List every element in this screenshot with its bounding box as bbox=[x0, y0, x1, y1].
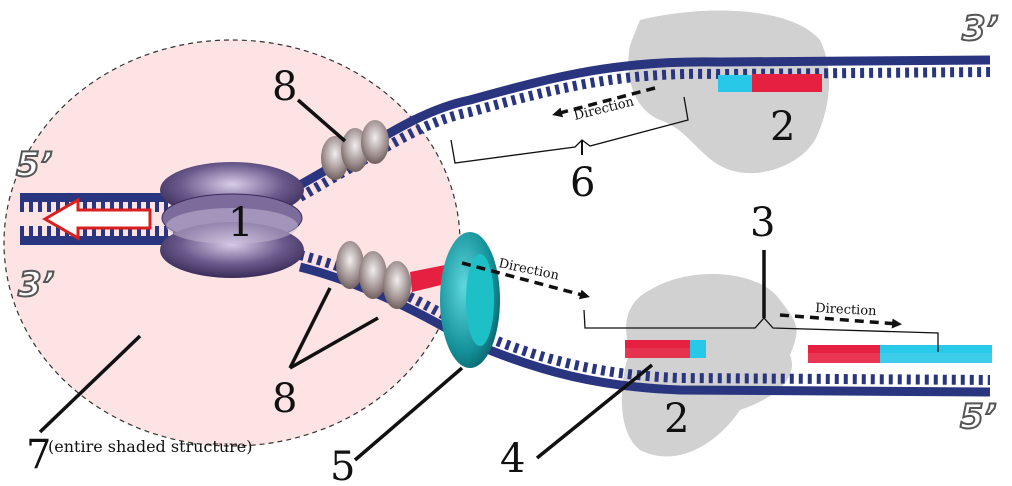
direction-arrow-middle bbox=[461, 261, 590, 300]
direction-text-right: Direction bbox=[815, 301, 878, 319]
direction-arrow-top bbox=[552, 86, 656, 118]
direction-text-top: Direction bbox=[572, 94, 636, 124]
direction-text-middle: Direction bbox=[497, 256, 561, 284]
helicase bbox=[160, 162, 304, 278]
label-replisome: 7 bbox=[26, 432, 51, 478]
end-label-right-bottom: 5’ bbox=[960, 397, 997, 437]
leading-new-strand bbox=[718, 75, 752, 85]
end-label-left-bottom: 3’ bbox=[18, 265, 55, 305]
label-polymerase-top: 2 bbox=[770, 104, 795, 150]
label-clamp: 5 bbox=[330, 444, 355, 486]
label-primer: 4 bbox=[500, 436, 525, 482]
leading-new-strand-base bbox=[718, 85, 752, 92]
end-label-left-top: 5’ bbox=[16, 145, 53, 185]
okazaki-fragment-1 bbox=[625, 340, 706, 358]
ssb-top bbox=[321, 120, 389, 180]
label-polymerase-bottom: 2 bbox=[664, 396, 689, 442]
ssb-bottom bbox=[336, 241, 411, 309]
leader-8-top bbox=[296, 98, 347, 143]
direction-arrow-right bbox=[779, 313, 902, 329]
parental-duplex bbox=[20, 193, 180, 245]
leader-8-bottom-b bbox=[289, 316, 379, 370]
sliding-clamp bbox=[440, 232, 500, 368]
helicase-direction-arrow bbox=[41, 197, 152, 241]
leader-8-bottom-a bbox=[288, 287, 332, 369]
leader-7 bbox=[38, 334, 142, 434]
label-ssb-bottom: 8 bbox=[272, 376, 297, 422]
polymerase-bottom bbox=[621, 273, 797, 457]
label-ssb-top: 8 bbox=[272, 64, 297, 110]
okazaki-fragment-2 bbox=[808, 345, 992, 363]
label-helicase: 1 bbox=[228, 200, 253, 246]
leading-primer-teeth bbox=[752, 74, 822, 84]
leader-5 bbox=[353, 366, 464, 462]
leader-4 bbox=[535, 363, 654, 460]
label-okazaki: 3 bbox=[750, 200, 775, 246]
end-label-right-top: 3’ bbox=[962, 9, 999, 49]
leading-primer bbox=[752, 84, 822, 92]
label-replisome-note: (entire shaded structure) bbox=[48, 437, 253, 456]
label-leading: 6 bbox=[570, 160, 595, 206]
